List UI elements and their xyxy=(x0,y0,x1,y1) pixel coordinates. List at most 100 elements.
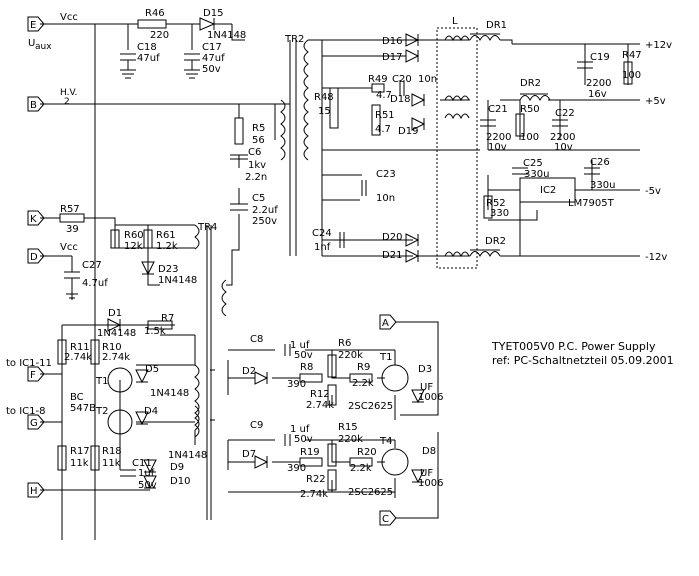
port-D: D xyxy=(30,252,38,263)
resistor-R12 xyxy=(327,384,337,406)
resistor-R9 xyxy=(349,373,373,383)
label-C17: C17 xyxy=(202,42,222,53)
resistor-R15 xyxy=(327,443,337,467)
value-R52: 330 xyxy=(490,208,509,219)
transistor-T4 xyxy=(381,448,409,476)
regulator-IC2 xyxy=(519,177,576,203)
value-R48: 15 xyxy=(318,106,331,117)
resistor-R10 xyxy=(90,339,100,365)
label-2SC2625-upper: 2SC2625 xyxy=(348,401,393,412)
label-hv-den: 2 xyxy=(64,97,70,107)
diode-D9 xyxy=(143,459,157,474)
value-C22a: 2200 xyxy=(550,132,575,143)
output-plus12: +12v xyxy=(645,40,672,51)
value-R18: 11k xyxy=(102,458,121,469)
port-H-box xyxy=(27,482,45,498)
value-C9a: 1 uf xyxy=(290,424,310,435)
label-R6: R6 xyxy=(338,338,351,349)
label-to-ic1-11: to IC1-11 xyxy=(6,358,52,369)
label-uaux: U xyxy=(28,38,35,49)
resistor-R60 xyxy=(110,229,120,249)
capacitor-C17 xyxy=(184,53,200,79)
label-R11: R11 xyxy=(70,342,90,353)
value-R11: 2.74k xyxy=(64,352,92,363)
capacitor-C11 xyxy=(120,469,136,477)
value-R49: 4.7 xyxy=(376,90,392,101)
label-D15: D15 xyxy=(203,8,223,19)
resistor-R19 xyxy=(299,457,323,467)
resistor-R47 xyxy=(623,61,633,85)
title-block: TYET005V0 P.C. Power Supply ref: PC-Scha… xyxy=(491,340,674,367)
label-to-ic1-8: to IC1-8 xyxy=(6,406,45,417)
label-D23: D23 xyxy=(158,264,178,275)
label-C25: C25 xyxy=(523,158,543,169)
component-labels: R46 220 D15 1N4148 C18 47uf C17 47uf 50v… xyxy=(60,8,642,500)
label-R52: R52 xyxy=(486,198,506,209)
label-R49: R49 xyxy=(368,74,388,85)
capacitor-C27 xyxy=(64,271,80,299)
transformer-TR4-secondary xyxy=(194,364,200,438)
label-D18: D18 xyxy=(390,94,410,105)
value-C27: 4.7uf xyxy=(82,278,108,289)
choke-DR2-lower xyxy=(469,249,501,258)
value-D8a: UF xyxy=(420,468,433,479)
label-C27: C27 xyxy=(82,260,102,271)
resistor-R52 xyxy=(483,195,493,219)
label-DR2-lower: DR2 xyxy=(485,236,506,247)
value-D9: 1N4148 xyxy=(168,450,207,461)
wiring xyxy=(40,23,640,540)
value-D1: 1N4148 xyxy=(97,328,136,339)
value-D8b: 1006 xyxy=(418,478,443,489)
diode-D21 xyxy=(405,249,420,263)
value-R15: 220k xyxy=(338,434,363,445)
capacitor-C24 xyxy=(339,232,345,248)
port-K-box xyxy=(27,210,45,226)
label-LM7905T: LM7905T xyxy=(568,198,615,209)
value-R51: 4.7 xyxy=(375,124,391,135)
value-R61: 1.2k xyxy=(156,241,178,252)
label-R48: R48 xyxy=(314,92,334,103)
capacitor-C26 xyxy=(584,167,600,175)
value-C17b: 50v xyxy=(202,64,221,75)
transformer-TR2-primary xyxy=(274,99,286,161)
port-G-box xyxy=(27,414,45,430)
component-symbols xyxy=(57,17,633,520)
label-C22: C22 xyxy=(555,108,575,119)
resistor-R50 xyxy=(515,113,525,137)
port-D-box xyxy=(27,248,45,264)
label-C18: C18 xyxy=(137,42,157,53)
resistor-R49 xyxy=(371,83,385,93)
label-2SC2625-lower: 2SC2625 xyxy=(348,487,393,498)
diode-D20 xyxy=(405,233,420,247)
label-D8: D8 xyxy=(422,446,436,457)
value-R22: 2.74k xyxy=(300,489,328,500)
capacitor-C25 xyxy=(512,167,528,175)
value-C19a: 2200 xyxy=(586,78,611,89)
value-C9b: 50v xyxy=(294,434,313,445)
label-R12: R12 xyxy=(310,389,330,400)
port-C: C xyxy=(382,514,389,525)
value-D15: 1N4148 xyxy=(207,30,246,41)
port-B-box xyxy=(27,96,45,112)
diode-D5 xyxy=(135,369,149,384)
value-C6b: 2.2n xyxy=(245,172,267,183)
label-R19: R19 xyxy=(300,447,320,458)
value-R47: 100 xyxy=(622,70,641,81)
label-C9: C9 xyxy=(250,420,263,431)
label-TR2: TR2 xyxy=(284,34,304,45)
diode-D18 xyxy=(411,93,426,107)
transformer-TR4-primary xyxy=(221,279,227,317)
capacitor-C23 xyxy=(361,180,367,196)
resistor-R17 xyxy=(57,445,67,471)
label-IC2: IC2 xyxy=(540,185,556,196)
value-C19b: 16v xyxy=(588,89,607,100)
label-vcc-mid: Vcc xyxy=(60,242,78,253)
value-C24: 1nf xyxy=(314,242,331,253)
label-R22: R22 xyxy=(306,474,326,485)
port-F: F xyxy=(30,370,36,381)
diode-D16 xyxy=(405,33,420,47)
output-plus5: +5v xyxy=(645,96,666,107)
resistor-R51 xyxy=(371,104,381,136)
label-C20: C20 xyxy=(392,74,412,85)
